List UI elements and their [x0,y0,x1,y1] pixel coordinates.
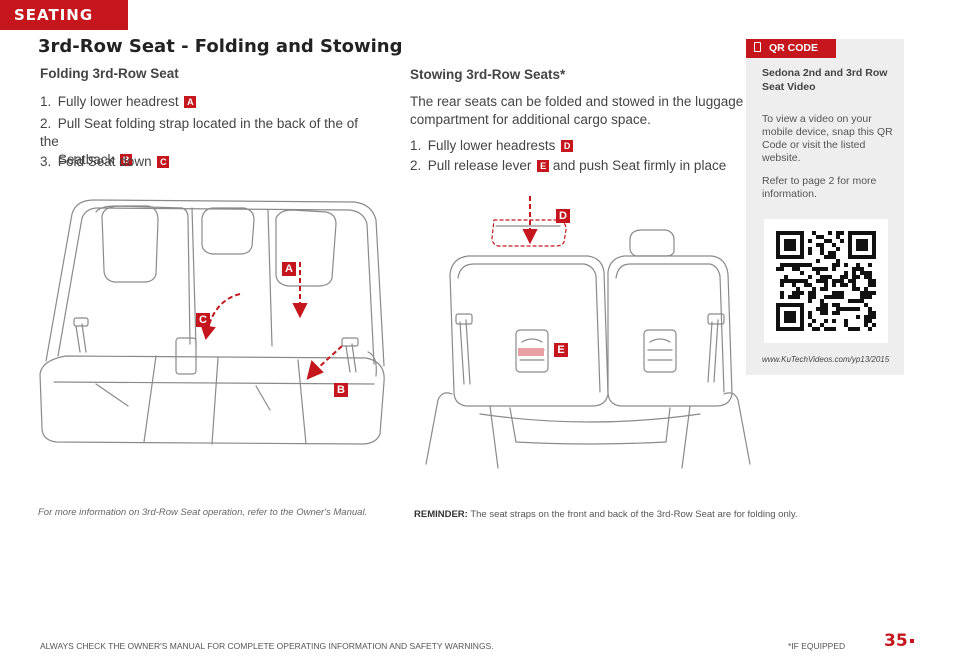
folding-step-2: 2. Pull Seat folding strap located in th… [40,115,370,169]
stowing-step-1: 1. Fully lower headrests D [410,137,574,155]
illustration-label-e: E [554,343,568,357]
folding-step-1: 1. Fully lower headrest A [40,93,197,111]
step-number: 2. [410,158,422,173]
stowing-step-2: 2. Pull release lever E and push Seat fi… [410,157,726,175]
step-text-continued: Seatback [58,152,115,167]
reminder: REMINDER: The seat straps on the front a… [414,509,798,520]
step-number: 2. [40,116,52,131]
step-badge-b: B [120,154,133,166]
page-number: 35 [884,631,914,651]
qr-description: To view a video on your mobile device, s… [762,113,893,164]
step-text: Fully lower headrest [57,94,179,109]
page-dot-icon [909,639,914,643]
page-title: 3rd-Row Seat - Folding and Stowing [38,36,403,57]
step-number: 1. [40,94,52,109]
stowing-intro: The rear seats can be folded and stowed … [410,93,743,129]
step-badge-d: D [561,140,574,152]
footer-if-equipped: *IF EQUIPPED [788,641,846,651]
reminder-text: The seat straps on the front and back of… [470,509,798,520]
step-badge-a: A [184,96,197,108]
step-badge-e: E [537,160,550,172]
third-row-seat-illustration [39,199,385,445]
qr-tab-label: QR CODE [769,42,819,54]
section-tab: SEATING [0,0,128,30]
step-text: Fully lower headrests [427,138,556,153]
step-text: Pull release lever [427,158,532,173]
step-text: Pull Seat folding strap located in the b… [40,116,358,149]
stowing-intro-line-1: The rear seats can be folded and stowed … [410,94,744,109]
phone-icon [754,42,761,52]
qr-code-icon[interactable] [764,219,888,343]
footer-warning: ALWAYS CHECK THE OWNER'S MANUAL FOR COMP… [40,641,494,651]
step-number: 3. [40,154,52,169]
illustration-label-a: A [282,262,296,276]
qr-tab: QR CODE [746,39,836,58]
illustration-label-c: C [196,313,210,327]
illustration-label-b: B [334,383,348,397]
qr-refer: Refer to page 2 for more information. [762,175,877,200]
stowing-intro-line-2: compartment for additional cargo space. [410,112,651,127]
step-text-after: and push Seat firmly in place [552,158,727,173]
stowing-seat-illustration [425,196,751,469]
qr-code-frame [764,219,888,343]
step-number: 1. [410,138,422,153]
stowing-heading: Stowing 3rd-Row Seats* [410,67,566,82]
page-number-value: 35 [884,631,908,651]
qr-title: Sedona 2nd and 3rd Row Seat Video [762,67,888,93]
footnote: For more information on 3rd-Row Seat ope… [38,507,368,518]
folding-heading: Folding 3rd-Row Seat [40,66,179,81]
reminder-label: REMINDER: [414,509,468,520]
illustration-label-d: D [556,209,570,223]
qr-url[interactable]: www.KuTechVideos.com/yp13/2015 [762,355,890,364]
folding-step-3: 3. Fold Seat down C [40,153,170,171]
step-text: Fold Seat down [57,154,152,169]
step-badge-c: C [157,156,170,168]
